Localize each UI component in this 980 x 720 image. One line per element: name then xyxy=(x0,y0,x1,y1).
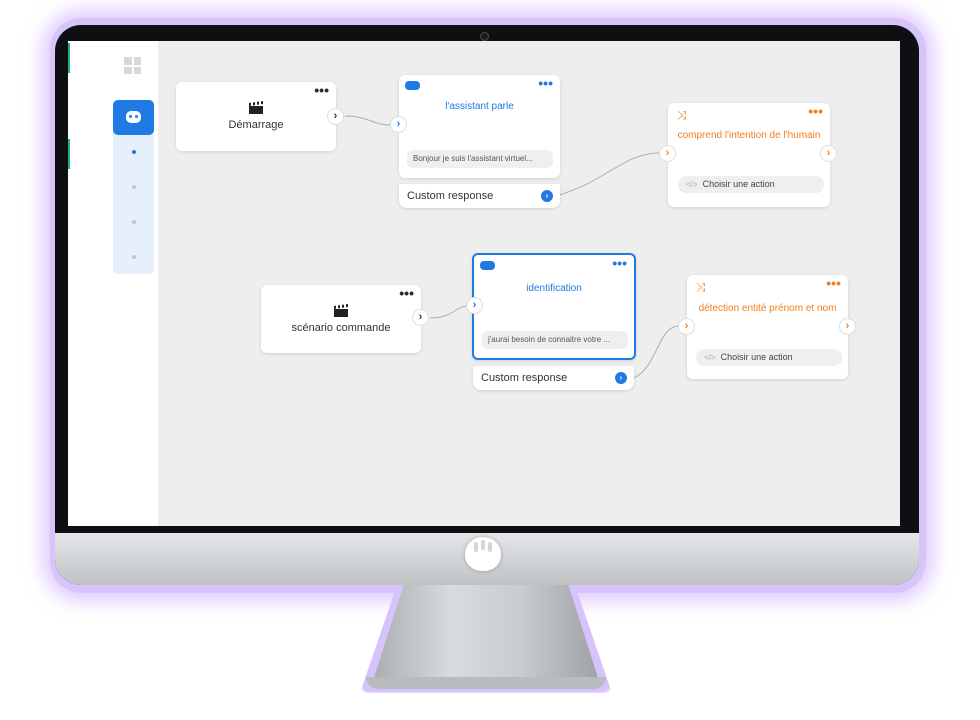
scenario-node-label: scénario commande xyxy=(291,322,391,334)
camera-icon xyxy=(480,32,489,41)
identification-node-title: identification xyxy=(526,283,582,294)
entity-node-input-port[interactable]: › xyxy=(678,318,695,335)
more-dots-icon[interactable]: ••• xyxy=(538,75,553,91)
scenario-node-output-port[interactable]: › xyxy=(412,309,429,326)
bot-icon xyxy=(126,111,141,123)
start-node[interactable]: ••• Démarrage xyxy=(176,82,336,151)
code-icon: </> xyxy=(704,353,716,362)
identification-message-preview[interactable]: j'aurai besoin de connaitre votre ... xyxy=(482,331,628,349)
flow-connections xyxy=(344,115,680,379)
clapperboard-icon xyxy=(334,305,348,317)
monitor-stand xyxy=(372,584,600,684)
intent-node-input-port[interactable]: › xyxy=(659,145,676,162)
intent-node-title: comprend l'intention de l'humain xyxy=(677,130,821,141)
choose-action-label: Choisir une action xyxy=(702,179,775,189)
assistant-custom-response[interactable]: Custom response › xyxy=(399,184,560,208)
sidebar-step-dot[interactable] xyxy=(132,220,136,224)
connector-start-assistant xyxy=(344,115,391,126)
shuffle-icon: ⤨ xyxy=(677,108,687,122)
connector-scenario-identification xyxy=(429,305,468,319)
chat-bubble-icon xyxy=(405,81,420,90)
more-dots-icon[interactable]: ••• xyxy=(399,285,414,301)
assistant-speaks-node[interactable]: ••• l'assistant parle Bonjour je suis l'… xyxy=(399,75,560,178)
sidebar-edge-marker xyxy=(68,139,70,169)
chat-bubble-icon xyxy=(480,261,495,270)
identification-node-input-port[interactable]: › xyxy=(466,297,483,314)
start-node-output-port[interactable]: › xyxy=(327,108,344,125)
entity-detection-node[interactable]: ⤨ ••• détection entité prénom et nom </>… xyxy=(687,275,848,379)
start-node-label: Démarrage xyxy=(228,119,284,131)
more-dots-icon[interactable]: ••• xyxy=(612,255,627,271)
monitor-stand-base xyxy=(366,677,606,689)
code-icon: </> xyxy=(686,180,698,189)
sidebar-step-dot[interactable] xyxy=(132,255,136,259)
connector-assistant-intent xyxy=(555,152,661,197)
sidebar-step-dot[interactable] xyxy=(132,150,136,154)
more-dots-icon[interactable]: ••• xyxy=(826,275,841,291)
flow-editor-screen: ••• Démarrage › ••• l'assistant parle Bo… xyxy=(68,41,900,526)
chevron-right-icon[interactable]: › xyxy=(541,190,553,202)
identification-node[interactable]: ••• identification j'aurai besoin de con… xyxy=(472,253,636,360)
bot-button[interactable] xyxy=(113,100,154,135)
connector-identification-entity xyxy=(633,325,680,379)
sidebar-edge-marker xyxy=(68,43,70,73)
assistant-node-title: l'assistant parle xyxy=(445,101,514,112)
entity-node-title: détection entité prénom et nom xyxy=(698,303,837,314)
intent-choose-action[interactable]: </> Choisir une action xyxy=(678,176,824,193)
custom-response-label: Custom response xyxy=(407,190,494,202)
more-dots-icon[interactable]: ••• xyxy=(808,103,823,119)
scenario-node[interactable]: ••• scénario commande xyxy=(261,285,421,353)
custom-response-label: Custom response xyxy=(481,372,568,384)
assistant-node-input-port[interactable]: › xyxy=(390,116,407,133)
clapperboard-icon xyxy=(249,102,263,114)
sidebar xyxy=(68,41,158,526)
assistant-message-preview[interactable]: Bonjour je suis l'assistant virtuel... xyxy=(407,150,553,168)
entity-node-output-port[interactable]: › xyxy=(839,318,856,335)
shuffle-icon: ⤨ xyxy=(696,280,706,294)
sidebar-step-dot[interactable] xyxy=(132,185,136,189)
more-dots-icon[interactable]: ••• xyxy=(314,82,329,98)
intent-node[interactable]: ⤨ ••• comprend l'intention de l'humain <… xyxy=(668,103,830,207)
identification-custom-response[interactable]: Custom response › xyxy=(473,366,634,390)
brand-logo-icon xyxy=(465,537,501,571)
grid-icon[interactable] xyxy=(124,57,141,74)
entity-choose-action[interactable]: </> Choisir une action xyxy=(696,349,842,366)
intent-node-output-port[interactable]: › xyxy=(820,145,837,162)
chevron-right-icon[interactable]: › xyxy=(615,372,627,384)
choose-action-label: Choisir une action xyxy=(720,352,793,362)
